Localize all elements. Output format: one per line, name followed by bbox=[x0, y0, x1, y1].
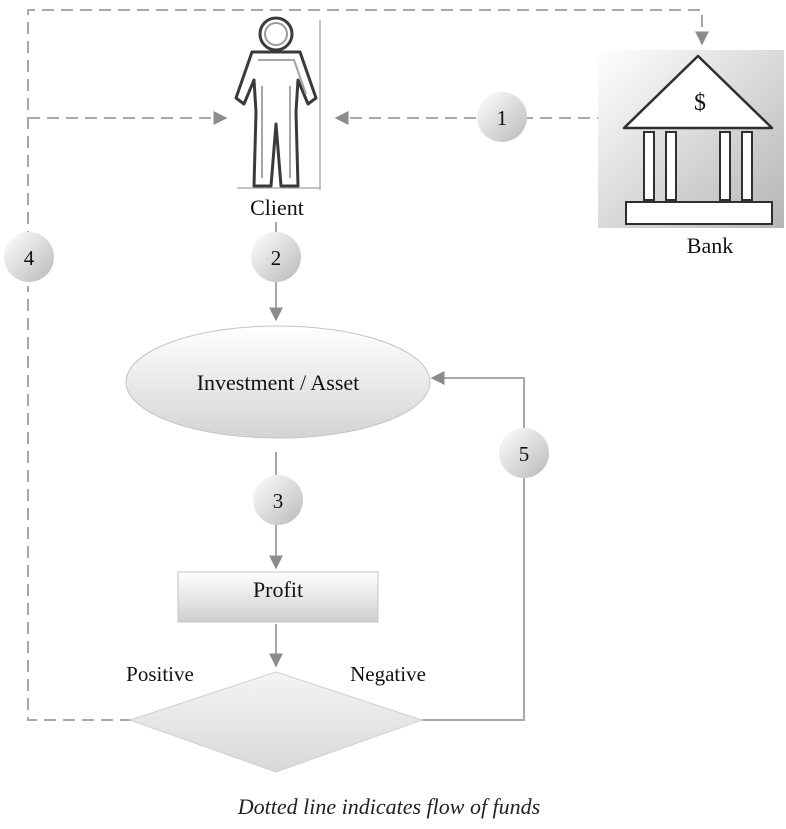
bank-label: Bank bbox=[687, 233, 733, 258]
negative-branch-label: Negative bbox=[350, 662, 426, 686]
flow-line-positive-return bbox=[27, 286, 132, 721]
client-label: Client bbox=[250, 195, 304, 220]
dashed-flow-lines bbox=[27, 9, 709, 721]
step-number-2: 2 bbox=[271, 246, 282, 270]
line-negative-reinvest bbox=[422, 371, 525, 721]
step-number-1: 1 bbox=[497, 106, 508, 130]
bank-dollar-symbol: $ bbox=[694, 90, 706, 116]
solid-process-lines bbox=[269, 222, 525, 721]
step-number-3: 3 bbox=[273, 489, 284, 513]
profit-decision-node bbox=[128, 671, 424, 773]
profit-label: Profit bbox=[253, 577, 303, 602]
investment-asset-label: Investment / Asset bbox=[197, 370, 360, 395]
step-marker-2: 2 bbox=[251, 232, 301, 282]
diagram-caption: Dotted line indicates flow of funds bbox=[237, 794, 540, 819]
step-marker-1: 1 bbox=[477, 92, 527, 142]
positive-branch-label: Positive bbox=[126, 662, 194, 686]
bank-icon bbox=[598, 50, 784, 228]
step-number-4: 4 bbox=[24, 246, 35, 270]
profit-node bbox=[177, 571, 379, 623]
step-marker-5: 5 bbox=[499, 428, 549, 478]
client-person-icon bbox=[234, 16, 321, 190]
step-number-5: 5 bbox=[519, 442, 530, 466]
investment-asset-node bbox=[125, 325, 431, 439]
step-marker-4: 4 bbox=[4, 232, 54, 282]
step-marker-3: 3 bbox=[253, 475, 303, 525]
flow-line-top bbox=[27, 9, 709, 262]
